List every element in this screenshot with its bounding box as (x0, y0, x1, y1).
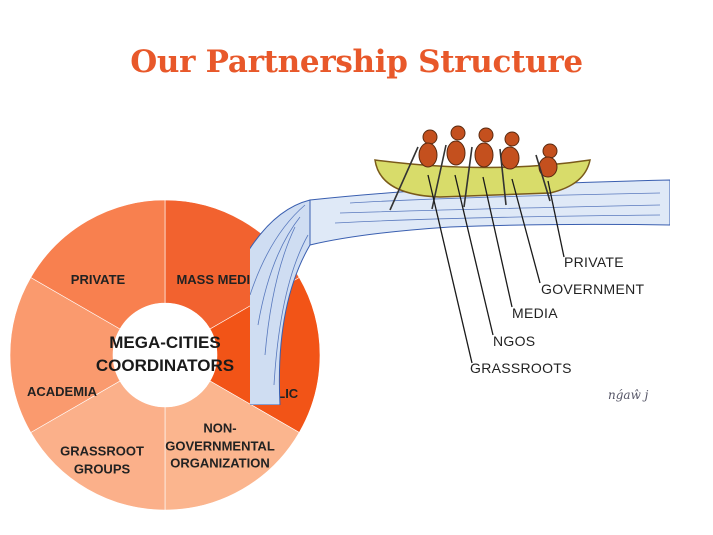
boat-label-government: GOVERNMENT (541, 281, 645, 297)
segment-label-ngo: NON- GOVERNMENTAL ORGANIZATION (165, 420, 275, 471)
rower-head (422, 129, 438, 145)
leader-line-grassroots (427, 174, 473, 364)
boat-label-private: PRIVATE (564, 254, 624, 270)
wheel-center-label: MEGA-CITIES COORDINATORS (96, 332, 234, 378)
rower-head (542, 143, 558, 159)
center-line-2: COORDINATORS (95, 356, 235, 375)
boat-label-ngos: NGOS (493, 333, 536, 349)
waterfall (250, 199, 311, 405)
leader-line-media (482, 176, 513, 308)
rower-head (450, 125, 466, 141)
leader-line-private (547, 180, 565, 258)
boat-label-grassroots: GRASSROOTS (470, 360, 572, 376)
boat-label-media: MEDIA (512, 305, 558, 321)
rower-head (478, 127, 494, 143)
segment-label-private: PRIVATE (70, 272, 126, 288)
leader-line-government (511, 178, 541, 284)
partnership-wheel (9, 200, 321, 511)
wheel-center-hole (113, 303, 217, 407)
page-title: Our Partnership Structure (130, 44, 583, 80)
center-line-1: MEGA-CITIES (109, 333, 221, 353)
segment-label-mass-media: MASS MEDIA (176, 272, 260, 288)
segment-label-academia: ACADEMIA (26, 384, 98, 400)
artist-signature: nǵaŵ j (608, 388, 649, 402)
boat-illustration (250, 125, 670, 405)
canoe (374, 159, 591, 198)
segment-label-grassroot-groups: GRASSROOT GROUPS (60, 443, 144, 476)
rower-head (504, 131, 520, 147)
leader-line-ngos (454, 174, 494, 336)
